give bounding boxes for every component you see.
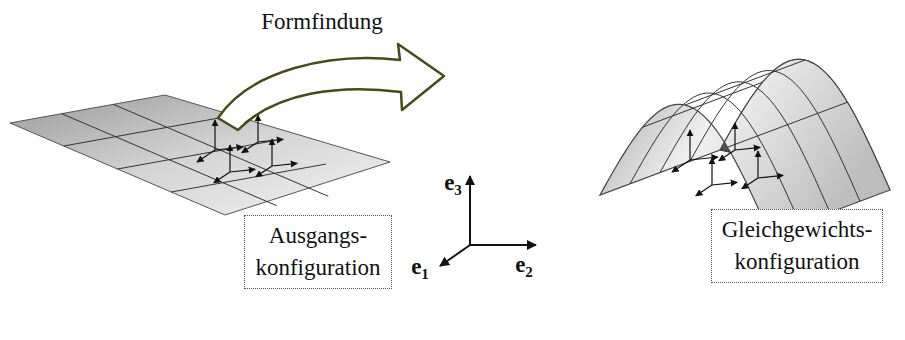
flat-mesh — [10, 95, 390, 215]
caption-text: Gleichgewichts- konfiguration — [722, 214, 873, 278]
process-label: Formfindung — [261, 8, 382, 36]
axis-label: e3 — [444, 169, 462, 204]
caption-box: Ausgangs- konfiguration — [244, 215, 391, 289]
caption-box: Gleichgewichts- konfiguration — [711, 209, 884, 283]
axis-label: e1 — [411, 253, 429, 288]
caption-text: Ausgangs- konfiguration — [255, 220, 380, 284]
axis-label: e2 — [515, 251, 533, 286]
process-arrow — [218, 44, 444, 130]
